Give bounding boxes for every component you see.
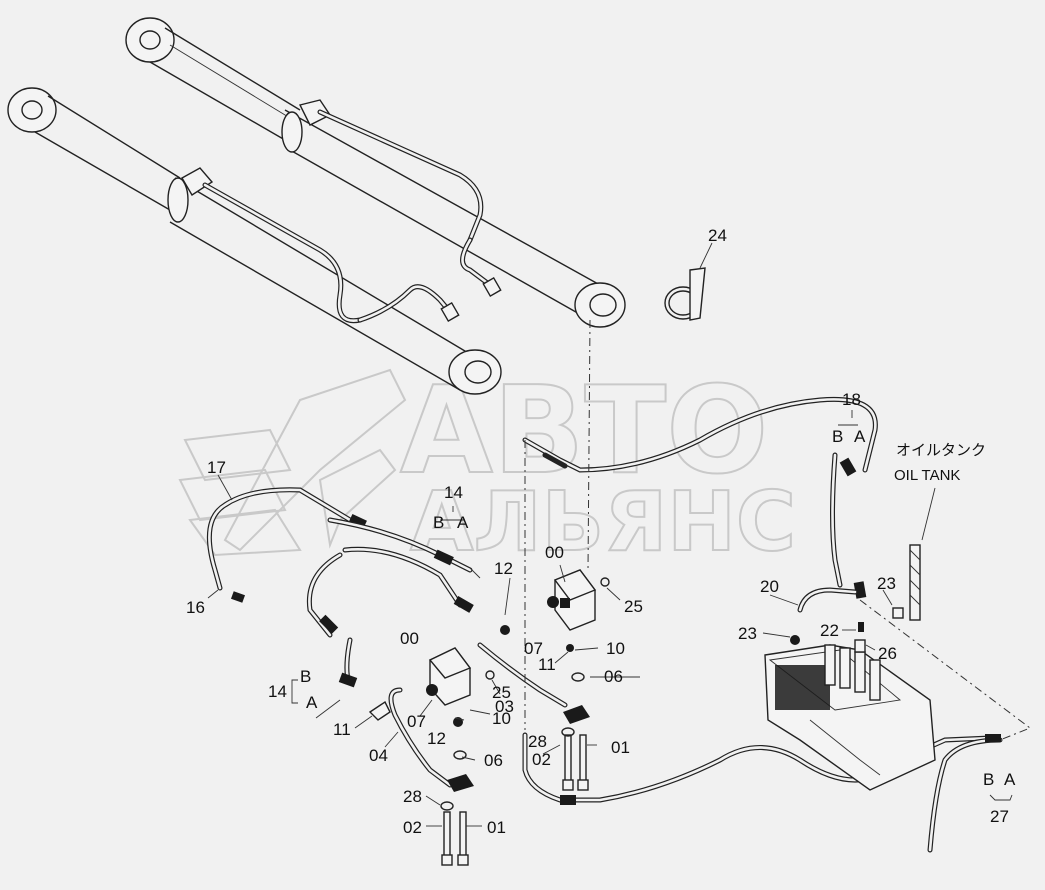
part-label-12-low: 12 bbox=[427, 729, 446, 748]
part-label-26: 26 bbox=[878, 644, 897, 663]
part-label-23-a: 23 bbox=[877, 574, 896, 593]
part-label-00-top: 00 bbox=[545, 543, 564, 562]
part-label-25-low: 25 bbox=[492, 683, 511, 702]
part-label-18: 18 bbox=[842, 390, 861, 409]
part-label-02-top: 02 bbox=[532, 750, 551, 769]
part-label-00-low: 00 bbox=[400, 629, 419, 648]
boom-cylinder-lower bbox=[7, 87, 502, 395]
part-label-14-left-b: B bbox=[300, 667, 311, 686]
part-label-18-b: B bbox=[832, 427, 843, 446]
part-label-07-top: 07 bbox=[524, 639, 543, 658]
part-label-16: 16 bbox=[186, 598, 205, 617]
part-label-01-top: 01 bbox=[611, 738, 630, 757]
leader-lines bbox=[207, 242, 1013, 827]
part-label-24: 24 bbox=[708, 226, 727, 245]
boom-cylinder-upper bbox=[125, 17, 626, 328]
bolts-low bbox=[440, 750, 474, 866]
pipe-main-lines bbox=[522, 396, 878, 613]
part-label-03: 03 bbox=[495, 697, 514, 716]
valve-00-low bbox=[368, 647, 495, 727]
oil-tank-label-en: OIL TANK bbox=[894, 467, 960, 484]
part-label-27: 27 bbox=[990, 807, 1009, 826]
part-label-01-low: 01 bbox=[487, 818, 506, 837]
oil-tank-symbol bbox=[909, 487, 936, 621]
part-label-02-low: 02 bbox=[403, 818, 422, 837]
part-label-14-top: 14 bbox=[444, 483, 463, 502]
part-label-06-low: 06 bbox=[484, 751, 503, 770]
part-label-28-top: 28 bbox=[528, 732, 547, 751]
hoses-14 bbox=[306, 517, 474, 688]
part-label-27-b: B bbox=[983, 770, 994, 789]
part-label-10-top: 10 bbox=[606, 639, 625, 658]
part-label-28-low: 28 bbox=[403, 787, 422, 806]
control-valve-block bbox=[764, 607, 936, 791]
pipes-03-04 bbox=[388, 642, 1003, 853]
valve-00-top bbox=[500, 569, 610, 652]
part-label-27-a: A bbox=[1004, 770, 1016, 789]
part-label-23-b: 23 bbox=[738, 624, 757, 643]
part-label-11-low: 11 bbox=[333, 720, 351, 739]
part-label-06-top: 06 bbox=[604, 667, 623, 686]
part-label-20: 20 bbox=[760, 577, 779, 596]
part-label-18-a: A bbox=[854, 427, 866, 446]
part-label-12-top: 12 bbox=[494, 559, 513, 578]
watermark-logo: АВТО АЛЬЯНС bbox=[178, 361, 797, 571]
part-label-14-top-b: B bbox=[433, 513, 444, 532]
part-label-11-top: 11 bbox=[538, 655, 556, 674]
part-label-04: 04 bbox=[369, 746, 388, 765]
part-label-10-low: 10 bbox=[492, 709, 511, 728]
part-label-22: 22 bbox=[820, 621, 839, 640]
part-label-25-top: 25 bbox=[624, 597, 643, 616]
part-label-14-top-a: A bbox=[457, 513, 469, 532]
clamp-24 bbox=[664, 267, 706, 321]
part-label-07-low: 07 bbox=[407, 712, 426, 731]
watermark-line2: АЛЬЯНС bbox=[410, 475, 796, 570]
part-label-17: 17 bbox=[207, 458, 226, 477]
part-label-14-left-a: A bbox=[306, 693, 318, 712]
oil-tank-label-jp: オイルタンク bbox=[896, 442, 986, 459]
bolts-top bbox=[561, 672, 590, 791]
connection-lines bbox=[524, 319, 1032, 741]
part-label-14-left: 14 bbox=[268, 682, 287, 701]
